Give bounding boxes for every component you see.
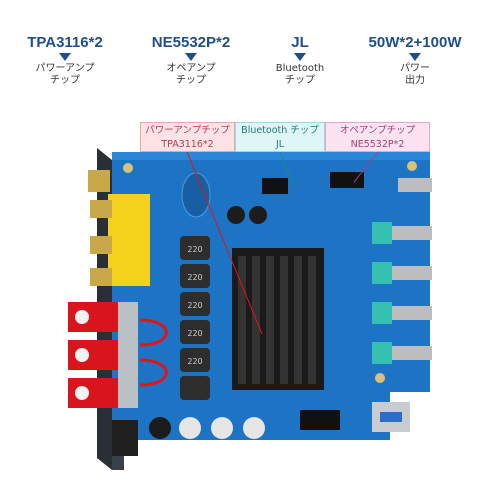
screw-hole <box>375 373 385 383</box>
inductor-label: 220 <box>187 273 202 282</box>
callout-line1: Bluetooth チップ <box>241 125 319 136</box>
spec-desc: チップ <box>50 75 80 86</box>
spec-desc: チップ <box>176 75 206 86</box>
inductor-label: 220 <box>187 301 202 310</box>
inductor-column: 220 220 220 220 220 <box>180 236 210 400</box>
inductor-label: 220 <box>187 329 202 338</box>
callout-bluetooth-chip: Bluetooth チップ JL <box>235 122 325 152</box>
callout-opamp-chip: オペアンプチップ NE5532P*2 <box>325 122 430 152</box>
pot-base <box>372 302 392 324</box>
chip <box>330 172 364 188</box>
rca-jack <box>90 268 112 286</box>
capacitor <box>243 417 265 439</box>
heatsink-fin <box>294 256 302 384</box>
capacitor <box>179 417 201 439</box>
spec-desc: パワーアンプ <box>35 63 95 74</box>
inductor <box>180 376 210 400</box>
spec-ne5532: NE5532P*2 オペアンプ チップ <box>136 34 246 87</box>
heatsink <box>232 248 324 390</box>
inductor <box>180 292 210 316</box>
pot-base <box>372 262 392 284</box>
inductor <box>180 236 210 260</box>
capacitor <box>249 206 267 224</box>
spec-title: 50W*2+100W <box>368 34 462 51</box>
pcb-edge <box>112 152 430 160</box>
callout-line2: NE5532P*2 <box>350 139 405 150</box>
knob-shaft <box>392 346 432 360</box>
inductor <box>180 348 210 372</box>
spec-desc: チップ <box>285 75 315 86</box>
screw-hole <box>123 163 133 173</box>
heatsink-fin <box>308 256 316 384</box>
spec-desc: 出力 <box>405 75 425 86</box>
knob-shaft <box>392 226 432 240</box>
inductor <box>180 264 210 288</box>
spec-desc: パワー <box>400 63 430 74</box>
chip <box>300 410 340 430</box>
red-wire <box>139 318 168 347</box>
knob-shaft <box>398 178 432 192</box>
callout-line <box>186 151 263 335</box>
knob-shaft <box>392 306 432 320</box>
spec-tpa3116: TPA3116*2 パワーアンプ チップ <box>10 34 120 87</box>
chip <box>262 178 288 194</box>
callout-line1: パワーアンプチップ <box>145 125 230 136</box>
callout-power-amp-chip: パワーアンプチップ TPA3116*2 <box>140 122 235 152</box>
spec-title: NE5532P*2 <box>151 34 231 51</box>
down-arrow-icon <box>409 53 421 61</box>
callout-line <box>279 151 295 187</box>
capacitor <box>149 417 171 439</box>
red-wire <box>139 358 168 387</box>
terminal-screw <box>75 386 89 400</box>
spec-desc: オペアンプ <box>166 63 216 74</box>
screw-hole <box>407 161 417 171</box>
rca-input-block <box>108 194 150 286</box>
heatsink-fin <box>266 256 274 384</box>
callout-line <box>353 151 379 183</box>
usb-port-tongue <box>380 412 402 422</box>
capacitor <box>211 417 233 439</box>
callout-line1: オペアンプチップ <box>339 125 416 136</box>
bluetooth-module <box>181 172 211 218</box>
terminal-screw <box>75 348 89 362</box>
capacitor <box>227 206 245 224</box>
terminal-block <box>118 302 138 408</box>
knob-shaft <box>392 266 432 280</box>
dc-jack <box>112 420 138 456</box>
heatsink-fin <box>238 256 246 384</box>
down-arrow-icon <box>294 53 306 61</box>
spec-title: TPA3116*2 <box>27 34 103 51</box>
spec-desc: Bluetooth <box>275 63 325 74</box>
terminal-screw <box>75 310 89 324</box>
pot-base <box>372 222 392 244</box>
aux-jack <box>88 170 110 192</box>
down-arrow-icon <box>59 53 71 61</box>
inductor <box>180 320 210 344</box>
spec-title: JL <box>291 34 309 51</box>
down-arrow-icon <box>185 53 197 61</box>
rca-jack <box>90 200 112 218</box>
inductor-label: 220 <box>187 357 202 366</box>
heatsink-fin <box>280 256 288 384</box>
pot-base <box>372 342 392 364</box>
spec-jl: JL Bluetooth チップ <box>245 34 355 87</box>
rca-jack <box>90 236 112 254</box>
callout-line2: JL <box>275 139 285 150</box>
inductor-label: 220 <box>187 245 202 254</box>
spec-power: 50W*2+100W パワー 出力 <box>360 34 470 87</box>
callout-line2: TPA3116*2 <box>161 139 214 150</box>
